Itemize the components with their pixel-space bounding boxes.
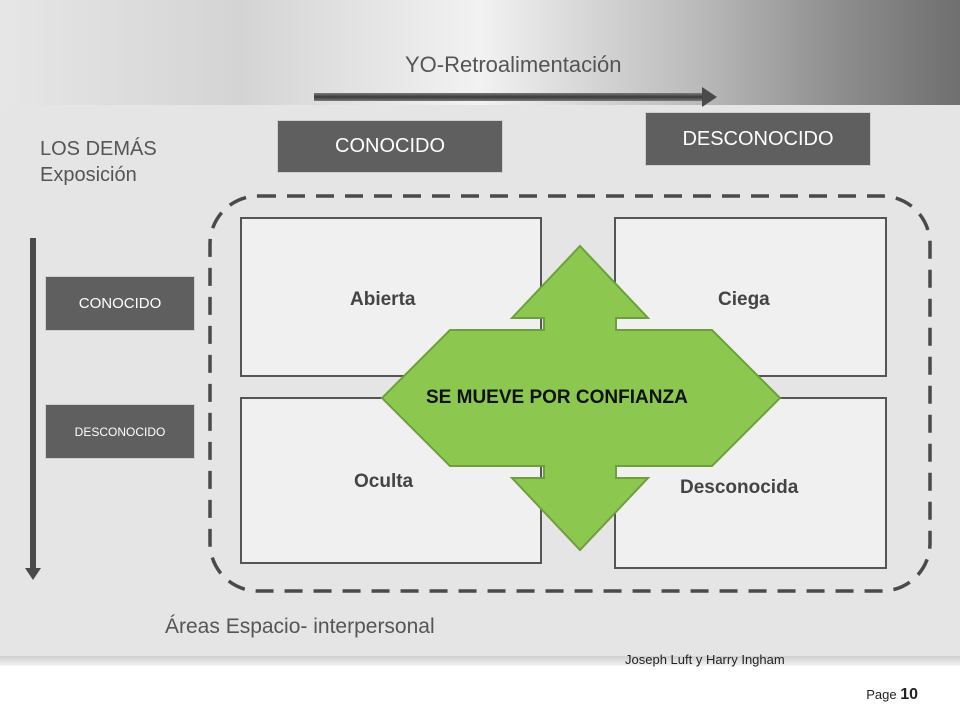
cross-arrow-label: SE MUEVE POR CONFIANZA <box>426 387 688 408</box>
footer-strip <box>0 656 960 666</box>
cross-arrow <box>380 244 782 552</box>
feedback-axis-label: YO-Retroalimentación <box>405 52 622 77</box>
exposure-axis-title: LOS DEMÁS Exposición <box>40 136 157 188</box>
column-unknown-tag: DESCONOCIDO <box>645 112 871 166</box>
areas-caption: Áreas Espacio- interpersonal <box>165 615 435 638</box>
quadrant-unknown-label: Desconocida <box>680 477 799 498</box>
exposure-arrow <box>25 238 41 580</box>
quadrant-hidden-label: Oculta <box>354 471 414 492</box>
row-known-tag: CONOCIDO <box>45 276 195 331</box>
page-label: Page <box>866 687 897 702</box>
feedback-arrow <box>314 87 717 107</box>
header-band <box>0 0 960 105</box>
page-indicator: Page 10 <box>866 686 918 704</box>
quadrant-open-label: Abierta <box>350 289 416 310</box>
exposure-axis-title-line2: Exposición <box>40 164 137 186</box>
quadrant-blind-label: Ciega <box>718 289 770 310</box>
interpersonal-area-boundary <box>208 194 932 593</box>
column-known-tag: CONOCIDO <box>277 120 503 173</box>
exposure-axis-title-line1: LOS DEMÁS <box>40 138 157 160</box>
author-credit: Joseph Luft y Harry Ingham <box>625 652 785 667</box>
row-unknown-tag: DESCONOCIDO <box>45 404 195 459</box>
page-number: 10 <box>900 686 918 703</box>
